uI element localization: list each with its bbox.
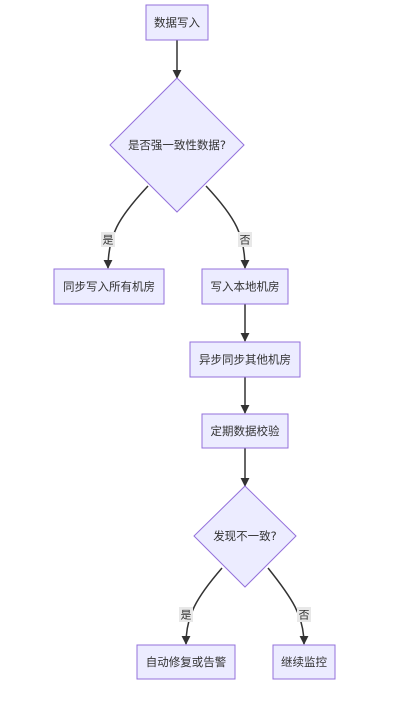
node-data-write[interactable]: 数据写入 xyxy=(145,4,209,41)
decision-inconsistency-label: 发现不一致? xyxy=(213,529,277,543)
edge-label-inconsistent-yes-text: 是 xyxy=(181,609,192,622)
edge-decision-yes-to-sync-all xyxy=(103,185,149,269)
edge-label-inconsistent-no: 否 xyxy=(297,607,311,622)
edge-label-inconsistent-no-text: 否 xyxy=(299,609,310,622)
node-sync-write-all-label: 同步写入所有机房 xyxy=(63,280,155,294)
node-data-write-label: 数据写入 xyxy=(154,16,200,30)
edge-inconsistency-no-to-monitor xyxy=(267,567,309,645)
decision-inconsistency[interactable]: 发现不一致? xyxy=(193,485,297,588)
node-auto-repair-alert[interactable]: 自动修复或告警 xyxy=(136,644,236,680)
node-write-local-label: 写入本地机房 xyxy=(211,280,280,294)
node-periodic-verify-label: 定期数据校验 xyxy=(211,424,280,438)
node-async-sync-others[interactable]: 异步同步其他机房 xyxy=(189,341,301,378)
node-auto-repair-alert-label: 自动修复或告警 xyxy=(146,655,227,669)
node-continue-monitor-label: 继续监控 xyxy=(281,655,327,669)
edge-label-strong-yes: 是 xyxy=(101,232,115,247)
node-continue-monitor[interactable]: 继续监控 xyxy=(272,644,336,680)
node-sync-write-all[interactable]: 同步写入所有机房 xyxy=(53,268,165,305)
edge-label-strong-yes-text: 是 xyxy=(103,234,114,247)
decision-strong-consistency[interactable]: 是否强一致性数据? xyxy=(109,77,245,213)
edge-label-strong-no: 否 xyxy=(238,232,252,247)
edge-decision-no-to-write-local xyxy=(205,185,250,269)
decision-strong-consistency-label: 是否强一致性数据? xyxy=(128,138,226,152)
edge-label-inconsistent-yes: 是 xyxy=(179,607,193,622)
node-write-local[interactable]: 写入本地机房 xyxy=(201,268,289,305)
edge-inconsistency-yes-to-repair xyxy=(181,567,223,645)
node-async-sync-others-label: 异步同步其他机房 xyxy=(199,353,291,367)
node-periodic-verify[interactable]: 定期数据校验 xyxy=(201,413,289,449)
edge-label-strong-no-text: 否 xyxy=(240,234,251,247)
